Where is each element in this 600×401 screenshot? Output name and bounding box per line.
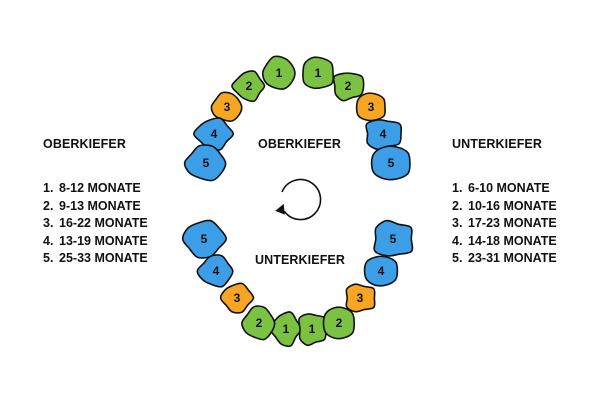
tooth-number: 1 (309, 322, 316, 336)
tooth-shape (373, 219, 414, 257)
tooth-shape (210, 91, 243, 123)
upper-tooth-canine-3: 3 (355, 92, 386, 122)
list-item: 2.9-13 MONATE (43, 198, 141, 213)
right-eruption-list: 1.6-10 MONATE 2.10-16 MONATE 3.17-23 MON… (452, 180, 557, 268)
tooth-number: 5 (388, 156, 395, 170)
lower-tooth-incisor-1: 1 (298, 313, 327, 347)
upper-tooth-incisor-2: 2 (231, 70, 266, 103)
upper-tooth-molar-4: 4 (365, 118, 403, 151)
tooth-number: 2 (336, 316, 343, 330)
list-item: 2.10-16 MONATE (452, 198, 557, 213)
tooth-shape (332, 72, 365, 102)
tooth-number: 1 (283, 322, 290, 336)
lower-jaw-label: UNTERKIEFER (255, 253, 345, 267)
right-panel-heading: UNTERKIEFER (452, 137, 542, 151)
upper-tooth-incisor-1: 1 (261, 55, 296, 90)
lower-tooth-molar-4: 4 (363, 255, 399, 287)
lower-tooth-canine-3: 3 (345, 283, 376, 313)
tooth-number: 3 (368, 100, 375, 114)
tooth-shape (322, 306, 356, 340)
tooth-shape (181, 219, 227, 259)
tooth-shape (196, 254, 234, 288)
tooth-number: 1 (315, 66, 322, 80)
list-item: 3.17-23 MONATE (452, 216, 557, 230)
upper-jaw-label: OBERKIEFER (258, 137, 341, 151)
upper-tooth-incisor-2: 2 (332, 72, 365, 102)
rotate-counterclockwise-icon (275, 178, 322, 221)
tooth-shape (241, 305, 276, 341)
tooth-shape (370, 145, 411, 181)
tooth-shape (183, 144, 227, 182)
tooth-number: 4 (211, 127, 218, 141)
tooth-number: 5 (201, 232, 208, 246)
list-item: 1.6-10 MONATE (452, 181, 550, 195)
list-item: 3.16-22 MONATE (43, 216, 148, 230)
upper-tooth-molar-4: 4 (193, 117, 235, 151)
tooth-number: 4 (213, 264, 220, 278)
list-item: 5.25-33 MONATE (43, 251, 148, 265)
tooth-number: 5 (203, 156, 210, 170)
upper-tooth-incisor-1: 1 (302, 56, 335, 90)
tooth-number: 5 (390, 232, 397, 246)
tooth-shape (261, 55, 296, 90)
tooth-shape (363, 255, 399, 287)
left-panel-heading: OBERKIEFER (43, 137, 126, 151)
tooth-number: 3 (224, 100, 231, 114)
tooth-number: 4 (378, 264, 385, 278)
tooth-number: 2 (246, 79, 253, 93)
tooth-shape (302, 56, 335, 90)
lower-tooth-incisor-2: 2 (322, 306, 356, 340)
tooth-shape (345, 283, 376, 313)
lower-tooth-incisor-2: 2 (241, 305, 276, 341)
lower-tooth-canine-3: 3 (219, 282, 255, 314)
tooth-number: 3 (357, 291, 364, 305)
list-item: 4.14-18 MONATE (452, 233, 557, 248)
list-item: 4.13-19 MONATE (43, 233, 148, 248)
tooth-number: 3 (234, 291, 241, 305)
lower-tooth-molar-4: 4 (196, 254, 234, 288)
tooth-number: 1 (276, 66, 283, 80)
upper-tooth-molar-5: 5 (370, 145, 411, 181)
tooth-shape (298, 313, 327, 347)
lower-tooth-molar-5: 5 (373, 219, 414, 257)
tooth-shape (219, 282, 255, 314)
tooth-shape (231, 70, 266, 103)
list-item: 1.8-12 MONATE (43, 181, 141, 195)
lower-tooth-molar-5: 5 (181, 219, 227, 259)
tooth-number: 2 (345, 79, 352, 93)
tooth-number: 2 (256, 316, 263, 330)
list-item: 5.23-31 MONATE (452, 251, 557, 265)
tooth-shape (193, 117, 235, 151)
lower-tooth-incisor-1: 1 (269, 311, 302, 348)
upper-tooth-molar-5: 5 (183, 144, 227, 182)
tooth-number: 4 (380, 127, 387, 141)
upper-tooth-canine-3: 3 (210, 91, 243, 123)
left-eruption-list: 1.8-12 MONATE 2.9-13 MONATE 3.16-22 MONA… (43, 180, 148, 268)
